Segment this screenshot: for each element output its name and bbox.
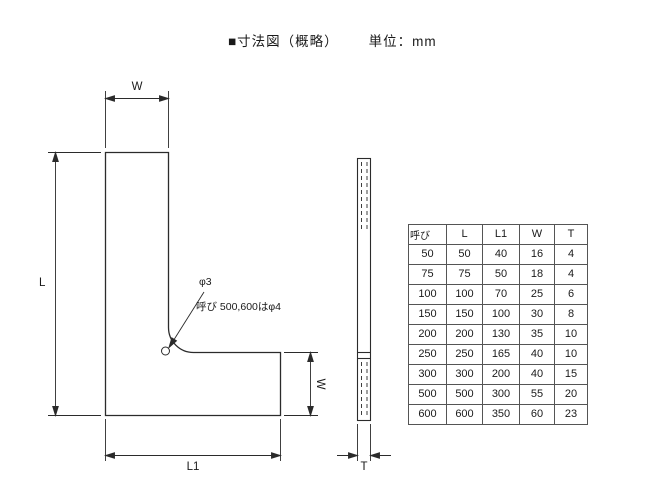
table-cell: 100 [446, 284, 483, 305]
table-cell: 100 [408, 284, 447, 305]
table-cell: 150 [446, 304, 483, 325]
table-cell: 30 [519, 304, 555, 325]
table-header-t: T [554, 224, 588, 245]
dim-w-top [103, 91, 171, 148]
title-text: ■寸法図（概略） [228, 34, 339, 49]
table-cell: 50 [446, 244, 483, 265]
dimension-lines [48, 91, 391, 461]
table-cell: 40 [482, 244, 520, 265]
table-cell: 20 [554, 384, 588, 405]
table-cell: 200 [446, 324, 483, 345]
table-cell: 10 [554, 344, 588, 365]
table-header-name-label: 呼び [410, 231, 430, 242]
table-cell: 130 [482, 324, 520, 345]
table-cell: 75 [446, 264, 483, 285]
table-header-w: W [519, 224, 555, 245]
table-cell: 200 [408, 324, 447, 345]
dim-l1-bottom [103, 419, 283, 461]
table-cell: 250 [408, 344, 447, 365]
dim-w-right [284, 350, 318, 418]
dim-label-w-top: W [131, 81, 143, 93]
hole-circle [161, 346, 170, 356]
table-cell: 6 [554, 284, 588, 305]
dim-label-w-right: W [314, 378, 326, 390]
table-cell: 300 [446, 364, 483, 385]
dim-t [337, 424, 391, 461]
table-cell: 300 [482, 384, 520, 405]
table-cell: 50 [482, 264, 520, 285]
table-cell: 40 [519, 364, 555, 385]
table-cell: 70 [482, 284, 520, 305]
table-cell: 60 [519, 404, 555, 425]
table-cell: 600 [408, 404, 447, 425]
table-cell: 500 [408, 384, 447, 405]
table-cell: 40 [519, 344, 555, 365]
l-shape-outline [104, 151, 282, 417]
table-cell: 250 [446, 344, 483, 365]
table-cell: 23 [554, 404, 588, 425]
dim-label-l1: L1 [186, 461, 200, 473]
hole-note: 呼び 500,600はφ4 [196, 301, 282, 313]
table-cell: 75 [408, 264, 447, 285]
table-cell: 16 [519, 244, 555, 265]
table-cell: 500 [446, 384, 483, 405]
page-title: ■寸法図（概略） 単位：mm [228, 30, 437, 50]
table-cell: 25 [519, 284, 555, 305]
l-square-front-view [104, 151, 282, 417]
table-cell: 50 [408, 244, 447, 265]
side-view-outline [356, 157, 372, 422]
table-header-row: 呼び L L1 W T [408, 224, 588, 245]
table-header-l1: L1 [482, 224, 520, 245]
table-cell: 300 [408, 364, 447, 385]
table-cell: 8 [554, 304, 588, 325]
table-cell: 15 [554, 364, 588, 385]
hole-diameter-label: φ3 [199, 276, 212, 288]
table-cell: 10 [554, 324, 588, 345]
table-cell: 35 [519, 324, 555, 345]
table-cell: 350 [482, 404, 520, 425]
table-cell: 100 [482, 304, 520, 325]
side-view [356, 157, 372, 422]
table-cell: 4 [554, 244, 588, 265]
dim-l-left [48, 150, 101, 418]
table-header-l: L [446, 224, 483, 245]
table-cell: 165 [482, 344, 520, 365]
table-cell: 600 [446, 404, 483, 425]
hole-leader [168, 291, 205, 349]
table-cell: 200 [482, 364, 520, 385]
table-header-name: 呼び [408, 224, 447, 245]
table-cell: 18 [519, 264, 555, 285]
table-cell: 150 [408, 304, 447, 325]
side-view-hidden-lines [361, 162, 368, 416]
dim-label-t: T [360, 461, 368, 473]
unit-text: 単位：mm [368, 34, 437, 49]
table-cell: 4 [554, 264, 588, 285]
table-cell: 55 [519, 384, 555, 405]
dim-label-l: L [39, 277, 46, 289]
